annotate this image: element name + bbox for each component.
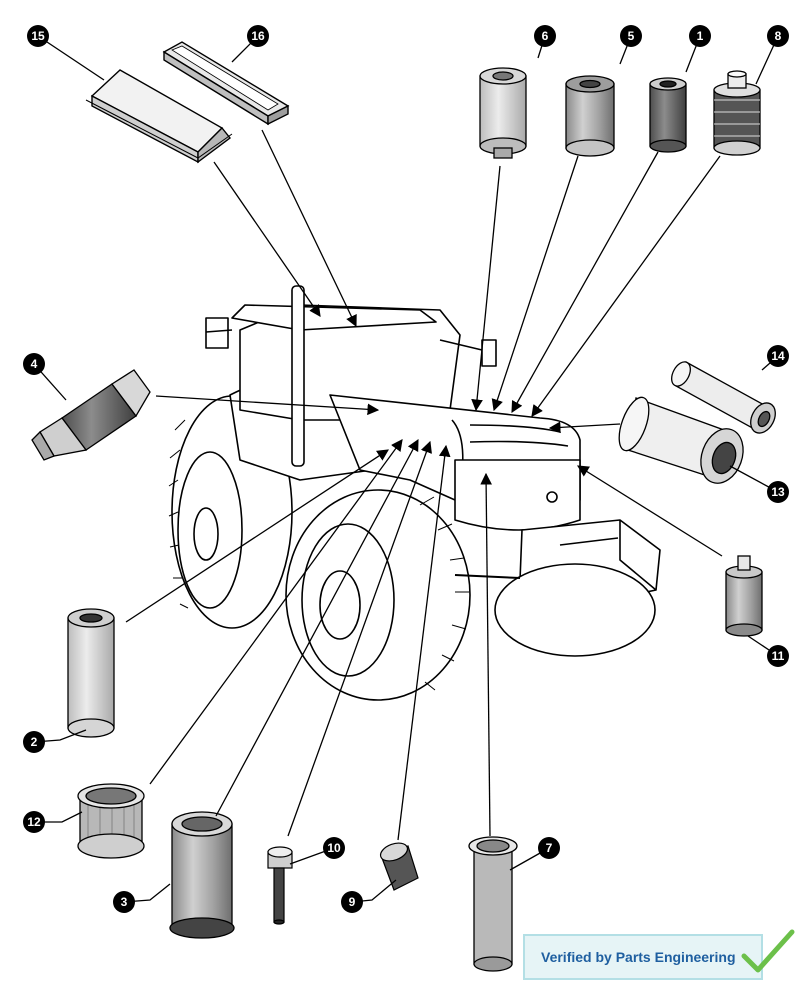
callout-number: 3 (121, 895, 128, 909)
tube-filter-part-7 (468, 836, 518, 972)
ac-receiver-drier-part-11 (725, 555, 763, 637)
callout-number: 15 (31, 29, 45, 43)
leader-lines (33, 35, 779, 903)
callout-number: 5 (628, 29, 635, 43)
callout-2: 2 (23, 731, 45, 753)
callout-number: 9 (349, 895, 356, 909)
callout-7: 7 (538, 837, 560, 859)
air-filter-primary-part-13 (618, 396, 744, 484)
sleeve-filter-part-3 (169, 811, 235, 939)
callout-9: 9 (341, 891, 363, 913)
callout-10: 10 (323, 837, 345, 859)
callout-number: 14 (771, 349, 785, 363)
fuel-filter-part-6 (479, 67, 527, 159)
callout-13: 13 (767, 481, 789, 503)
hydraulic-filter-part-1 (649, 77, 687, 153)
transmission-filter-part-8 (713, 70, 761, 156)
callout-6: 6 (534, 25, 556, 47)
engine-oil-filter-part-5 (565, 75, 615, 157)
callout-16: 16 (247, 25, 269, 47)
callout-14: 14 (767, 345, 789, 367)
verified-stamp-text: Verified by Parts Engineering (541, 949, 736, 965)
long-filter-part-2 (67, 608, 115, 738)
callout-1: 1 (689, 25, 711, 47)
callout-number: 13 (771, 485, 785, 499)
verified-stamp: Verified by Parts Engineering (523, 934, 763, 980)
callout-number: 1 (697, 29, 704, 43)
callout-4: 4 (23, 353, 45, 375)
callout-number: 8 (775, 29, 782, 43)
callout-number: 10 (327, 841, 341, 855)
tractor-illustration (168, 285, 661, 701)
callout-number: 2 (31, 735, 38, 749)
callout-3: 3 (113, 891, 135, 913)
callout-15: 15 (27, 25, 49, 47)
air-filter-secondary-part-14 (671, 361, 776, 434)
callout-12: 12 (23, 811, 45, 833)
pin-filter-part-10 (267, 846, 293, 925)
callout-number: 4 (31, 357, 38, 371)
callout-5: 5 (620, 25, 642, 47)
callout-number: 6 (542, 29, 549, 43)
callout-number: 16 (251, 29, 265, 43)
cabin-air-filter-part-15 (85, 69, 233, 164)
callout-number: 12 (27, 815, 41, 829)
callout-number: 11 (772, 649, 785, 663)
callout-8: 8 (767, 25, 789, 47)
cap-filter-part-9 (379, 842, 419, 891)
callout-11: 11 (767, 645, 789, 667)
inline-filter-part-4 (31, 369, 151, 461)
checkmark-icon (741, 929, 795, 973)
cabin-recirculation-filter-part-16 (162, 41, 290, 126)
callout-number: 7 (546, 841, 553, 855)
screen-filter-part-12 (77, 783, 145, 859)
